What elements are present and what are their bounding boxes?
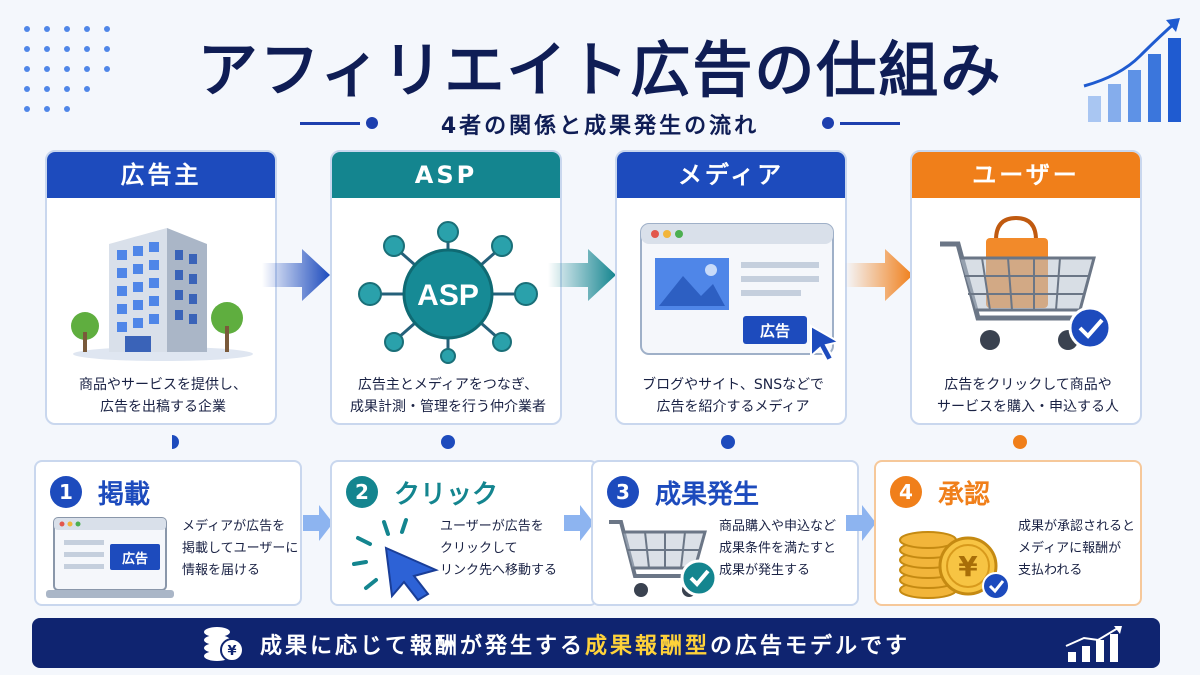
browser-window-icon: 広告 — [640, 223, 842, 363]
step-description-line: ユーザーが広告を — [440, 519, 544, 534]
laptop-ad-icon: 広告 — [46, 517, 174, 598]
step-number: 4 — [890, 476, 922, 508]
coin-stack-icon: ¥ — [204, 627, 244, 662]
role-description-line: 広告をクリックして商品や — [944, 377, 1112, 393]
arrow-right-small-icon — [564, 505, 594, 541]
step-description-line: 商品購入や申込など — [719, 519, 837, 534]
role-card-asp: ASP ASP 広告主とメディアをつなぎ、 成果計測・管理を行う仲介業者 — [330, 150, 562, 425]
banner-text-after: の広告モデルです — [710, 634, 911, 659]
step-description: 商品購入や申込など 成果条件を満たすと 成果が発生する — [719, 516, 836, 582]
role-card-media: メディア 広告 ブログやサイト、SNSなどで 広告を紹介するメディア — [615, 150, 847, 425]
step-description-line: 支払われる — [1018, 563, 1083, 578]
role-description-line: 広告を出稿する企業 — [100, 399, 226, 415]
role-card-advertiser: 広告主 商品やサービスを提供し、 広告を出稿する企業 — [45, 150, 277, 425]
step-card-approval: 4 承認 ¥ 成果が承認されると メディアに報酬が 支払われる — [874, 460, 1142, 606]
arrow-right-icon — [845, 249, 913, 301]
decorative-dots — [24, 26, 110, 112]
role-description-line: 商品やサービスを提供し、 — [79, 377, 247, 393]
step-card-posting: 1 掲載 広告 メディアが広告を 掲載してユーザーに 情報を届ける — [34, 460, 302, 606]
summary-banner: ¥ 成果に応じて報酬が発生する成果報酬型の広告モデルです — [32, 618, 1160, 668]
yen-coins-icon: ¥ — [899, 531, 1010, 600]
role-description: ブログやサイト、SNSなどで 広告を紹介するメディア — [621, 374, 845, 418]
step-description-line: 成果条件を満たすと — [719, 541, 837, 556]
banner-text-before: 成果に応じて報酬が発生する — [260, 634, 586, 659]
step-description-line: 成果が承認されると — [1018, 519, 1136, 534]
page-subtitle: 4者の関係と成果発生の流れ — [440, 114, 760, 139]
divider-right — [840, 122, 900, 125]
step-card-click: 2 クリック ユーザーが広告を クリックして リンク先へ移動する — [330, 460, 598, 606]
role-card-user: ユーザー 広告をクリックして商品や サービスを購入・申込する人 — [910, 150, 1142, 425]
divider-dot-right — [822, 117, 834, 129]
step-number: 1 — [50, 476, 82, 508]
role-description-line: サービスを購入・申込する人 — [937, 399, 1119, 415]
banner-text: 成果に応じて報酬が発生する成果報酬型の広告モデルです — [260, 628, 910, 660]
banner-highlight: 成果報酬型 — [585, 634, 711, 659]
office-building-icon — [71, 228, 253, 361]
divider-dot-left — [366, 117, 378, 129]
subtitle-row: 4者の関係と成果発生の流れ — [300, 108, 900, 139]
step-description-line: 情報を届ける — [182, 563, 261, 578]
role-description: 広告主とメディアをつなぎ、 成果計測・管理を行う仲介業者 — [336, 374, 560, 418]
arrow-right-small-icon — [303, 505, 333, 541]
step-card-conversion: 3 成果発生 商品購入や申込など 成果条件を満たすと 成果が発生する — [591, 460, 859, 606]
role-title: ASP — [332, 152, 560, 198]
ad-button-label: 広告 — [760, 322, 790, 340]
step-title: 成果発生 — [655, 480, 760, 510]
arrow-right-icon — [548, 249, 616, 301]
role-description: 広告をクリックして商品や サービスを購入・申込する人 — [916, 374, 1140, 418]
divider-left — [300, 122, 360, 125]
cursor-click-icon — [352, 518, 439, 602]
step-description-line: リンク先へ移動する — [440, 563, 558, 578]
bar-chart-icon — [1065, 626, 1122, 662]
timeline-connector — [172, 435, 1027, 449]
growth-chart-icon — [1083, 18, 1181, 122]
step-number: 3 — [607, 476, 639, 508]
ad-label: 広告 — [122, 551, 148, 567]
step-description: ユーザーが広告を クリックして リンク先へ移動する — [440, 516, 557, 582]
step-description: 成果が承認されると メディアに報酬が 支払われる — [1018, 516, 1135, 582]
page-title: アフィリエイト広告の仕組み — [197, 36, 1003, 106]
arrow-right-small-icon — [846, 505, 876, 541]
network-hub-icon: ASP — [358, 221, 538, 364]
role-description-line: 広告主とメディアをつなぎ、 — [357, 377, 539, 393]
asp-hub-label: ASP — [417, 279, 479, 312]
shopping-cart-icon — [940, 215, 1112, 350]
arrow-right-icon — [262, 249, 330, 301]
step-title: 掲載 — [98, 480, 151, 510]
coin-yen-symbol: ¥ — [958, 550, 978, 583]
step-description-line: クリックして — [440, 541, 518, 556]
step-description-line: メディアに報酬が — [1018, 541, 1122, 556]
role-title: ユーザー — [912, 152, 1140, 198]
step-description-line: 成果が発生する — [719, 563, 811, 578]
step-title: クリック — [394, 480, 499, 510]
step-description: メディアが広告を 掲載してユーザーに 情報を届ける — [182, 516, 298, 582]
cart-check-icon — [609, 520, 718, 597]
role-description-line: ブログやサイト、SNSなどで — [642, 377, 824, 393]
role-title: 広告主 — [47, 152, 275, 198]
step-number: 2 — [346, 476, 378, 508]
step-title: 承認 — [938, 480, 991, 510]
role-description: 商品やサービスを提供し、 広告を出稿する企業 — [51, 374, 275, 418]
role-description-line: 成果計測・管理を行う仲介業者 — [350, 399, 546, 415]
role-description-line: 広告を紹介するメディア — [656, 399, 810, 415]
step-description-line: メディアが広告を — [182, 519, 286, 534]
role-title: メディア — [617, 152, 845, 198]
banner-coin-symbol: ¥ — [227, 644, 236, 659]
step-description-line: 掲載してユーザーに — [182, 541, 299, 556]
